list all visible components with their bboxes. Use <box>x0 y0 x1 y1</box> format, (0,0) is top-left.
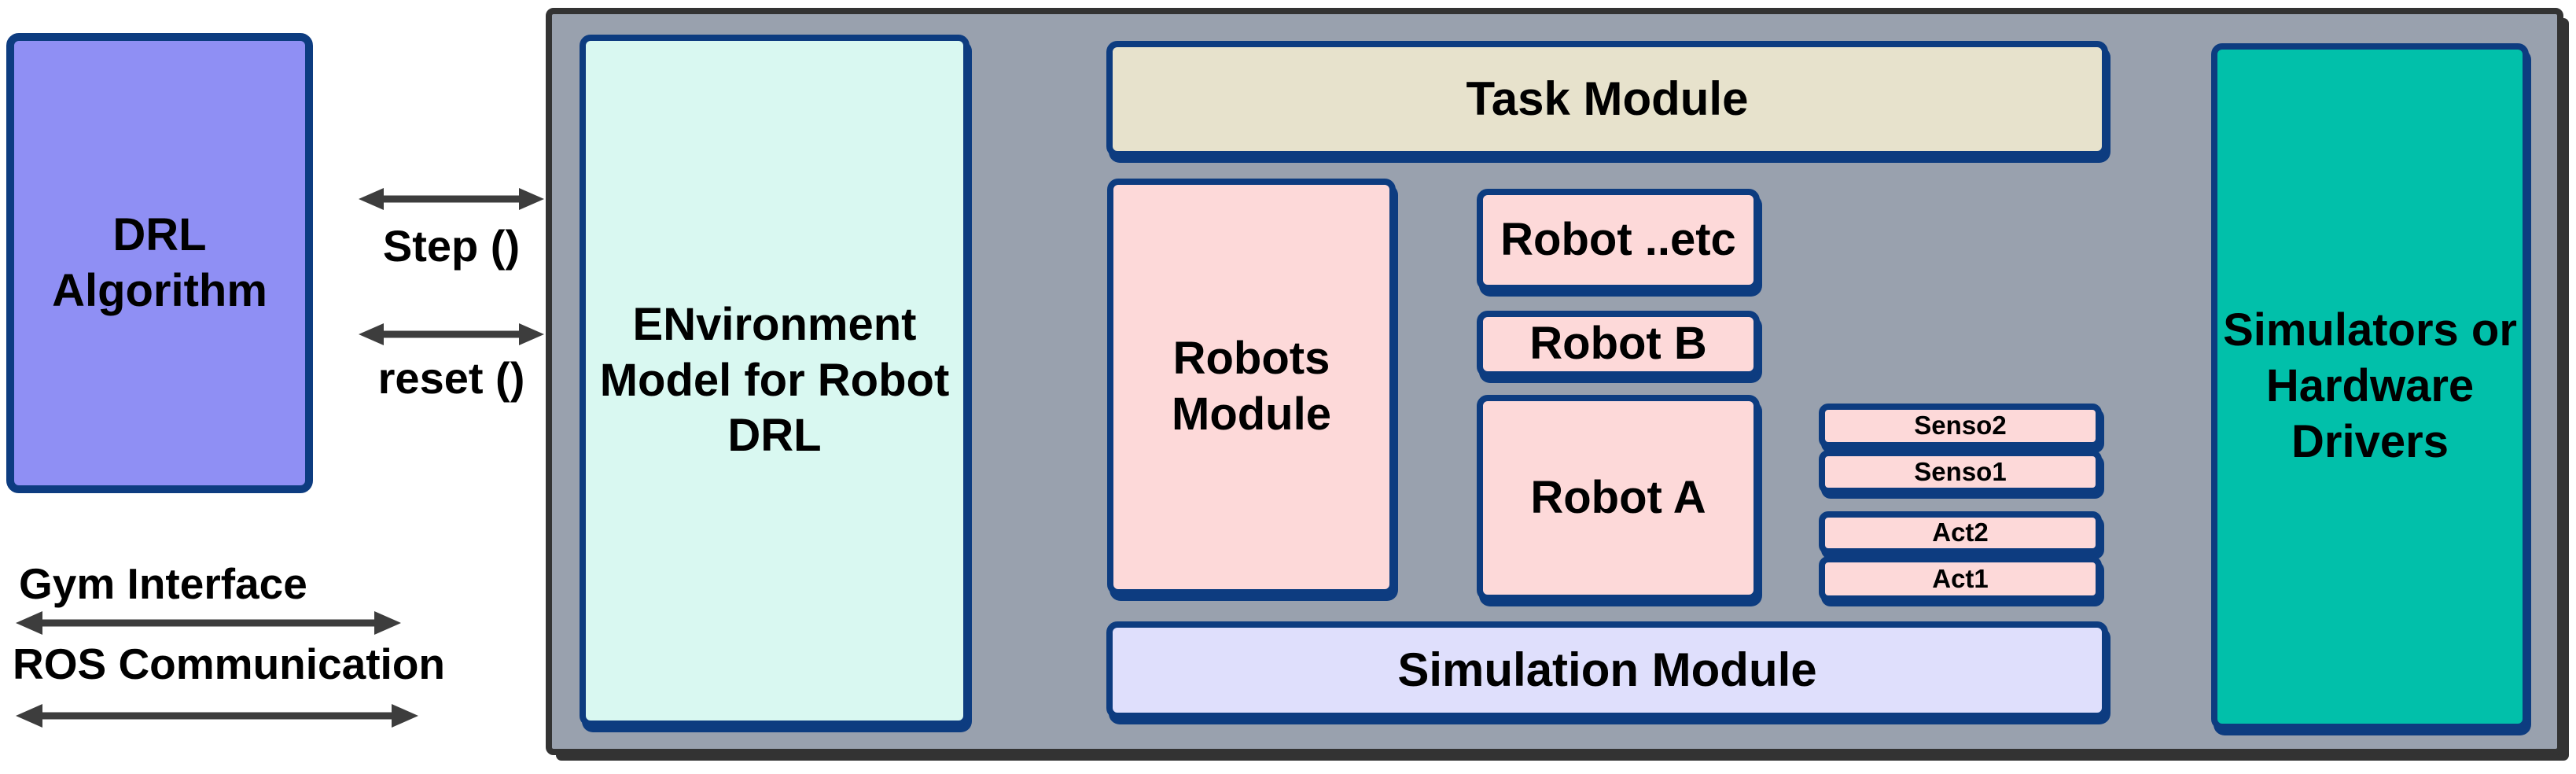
environment-model-label: ENvironment Model for Robot DRL <box>599 298 950 462</box>
sensor-1-label: Senso1 <box>1914 456 2007 486</box>
gym-interface-double-arrow-icon <box>16 611 401 635</box>
reset-call-label: reset () <box>377 353 525 403</box>
sensor-2-box: Senso2 <box>1819 404 2102 448</box>
task-module-label: Task Module <box>1466 72 1749 126</box>
robots-module-label: Robots Module <box>1172 333 1331 440</box>
ros-communication-double-arrow-icon <box>16 704 418 728</box>
reset-double-arrow-icon <box>359 323 544 345</box>
robots-module-box: Robots Module <box>1107 179 1396 595</box>
robot-b-label: Robot B <box>1529 318 1707 370</box>
simulation-module-label: Simulation Module <box>1397 643 1817 697</box>
task-module-box: Task Module <box>1106 41 2108 157</box>
step-double-arrow-icon <box>359 188 544 210</box>
robot-a-label: Robot A <box>1530 471 1706 523</box>
drl-algorithm-box: DRL Algorithm <box>6 33 313 493</box>
robot-a-box: Robot A <box>1477 395 1760 601</box>
actuator-1-box: Act1 <box>1819 556 2102 602</box>
simulators-hardware-drivers-label: Simulators or Hardware Drivers <box>2223 304 2517 467</box>
drl-algorithm-label: DRL Algorithm <box>52 208 267 316</box>
robot-etc-box: Robot ..etc <box>1477 189 1760 291</box>
environment-model-box: ENvironment Model for Robot DRL <box>580 35 970 727</box>
actuator-1-label: Act1 <box>1932 563 1989 593</box>
actuator-2-label: Act2 <box>1932 518 1989 547</box>
sensor-2-label: Senso2 <box>1914 411 2007 440</box>
sensor-1-box: Senso1 <box>1819 450 2102 494</box>
robot-b-box: Robot B <box>1477 311 1760 378</box>
gym-interface-label: Gym Interface <box>19 559 307 608</box>
ros-communication-label: ROS Communication <box>13 639 446 688</box>
simulation-module-box: Simulation Module <box>1106 621 2108 719</box>
simulators-hardware-drivers-box: Simulators or Hardware Drivers <box>2211 43 2529 730</box>
step-call-label: Step () <box>382 221 521 271</box>
actuator-2-box: Act2 <box>1819 511 2102 555</box>
robot-etc-label: Robot ..etc <box>1500 213 1736 265</box>
